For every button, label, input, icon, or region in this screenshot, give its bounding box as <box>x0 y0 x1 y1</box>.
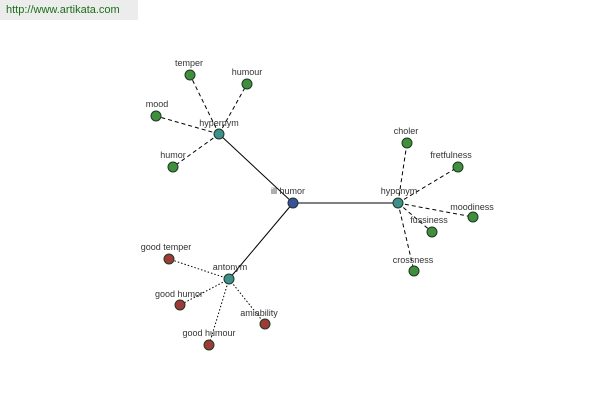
word-humour-node[interactable] <box>241 78 253 90</box>
word-good-humour-node[interactable] <box>203 339 215 351</box>
edge-hypernym-mood <box>155 115 220 135</box>
word-humour-label[interactable]: humour <box>232 67 263 77</box>
word-moodiness-label[interactable]: moodiness <box>450 202 494 212</box>
relation-hypernym-label[interactable]: hypernym <box>199 118 239 128</box>
edge-antonym-amiability <box>228 278 266 325</box>
word-good-humor-node[interactable] <box>174 299 186 311</box>
edge-antonym-good-temper <box>168 258 230 280</box>
edge-hyponym-fretfulness <box>397 166 459 204</box>
relation-hypernym-node[interactable] <box>213 128 225 140</box>
word-crossness-label[interactable]: crossness <box>393 255 434 265</box>
word-choler-label[interactable]: choler <box>394 126 419 136</box>
edge-hyponym-crossness <box>397 202 415 272</box>
edge-center-antonym <box>228 202 294 280</box>
source-url[interactable]: http://www.artikata.com <box>0 0 138 20</box>
word-amiability-node[interactable] <box>259 318 271 330</box>
edge-hyponym-fussiness <box>397 202 433 233</box>
edge-hypernym-temper <box>189 74 220 135</box>
edge-antonym-good-humor <box>179 278 230 306</box>
word-humor-label[interactable]: humor <box>160 150 186 160</box>
edge-hypernym-humour <box>218 83 248 135</box>
relation-hyponym-label[interactable]: hyponym <box>381 186 418 196</box>
edge-hypernym-humor <box>172 133 220 168</box>
relation-hyponym-node[interactable] <box>392 197 404 209</box>
relation-antonym-label[interactable]: antonym <box>213 262 248 272</box>
word-temper-label[interactable]: temper <box>175 58 203 68</box>
word-good-humor-label[interactable]: good humor <box>155 289 203 299</box>
word-mood-node[interactable] <box>150 110 162 122</box>
word-crossness-node[interactable] <box>408 265 420 277</box>
edge-hyponym-choler <box>397 142 408 204</box>
edge-center-hypernym <box>218 133 294 204</box>
word-good-humour-label[interactable]: good humour <box>182 328 235 338</box>
word-choler-node[interactable] <box>401 137 413 149</box>
word-good-temper-node[interactable] <box>163 253 175 265</box>
word-good-temper-label[interactable]: good temper <box>141 242 192 252</box>
word-mood-label[interactable]: mood <box>146 99 169 109</box>
relation-antonym-node[interactable] <box>223 273 235 285</box>
word-humor-node[interactable] <box>167 161 179 173</box>
word-fussiness-node[interactable] <box>426 226 438 238</box>
word-fussiness-label[interactable]: fussiness <box>410 215 448 225</box>
edge-antonym-good-humour <box>208 278 230 346</box>
word-moodiness-node[interactable] <box>467 211 479 223</box>
word-fretfulness-label[interactable]: fretfulness <box>430 150 472 160</box>
center-word-label[interactable]: ill humor <box>271 186 305 196</box>
center-word-node[interactable] <box>287 197 299 209</box>
word-temper-node[interactable] <box>184 69 196 81</box>
word-amiability-label[interactable]: amiability <box>240 308 278 318</box>
edge-hyponym-moodiness <box>397 202 474 218</box>
word-fretfulness-node[interactable] <box>452 161 464 173</box>
